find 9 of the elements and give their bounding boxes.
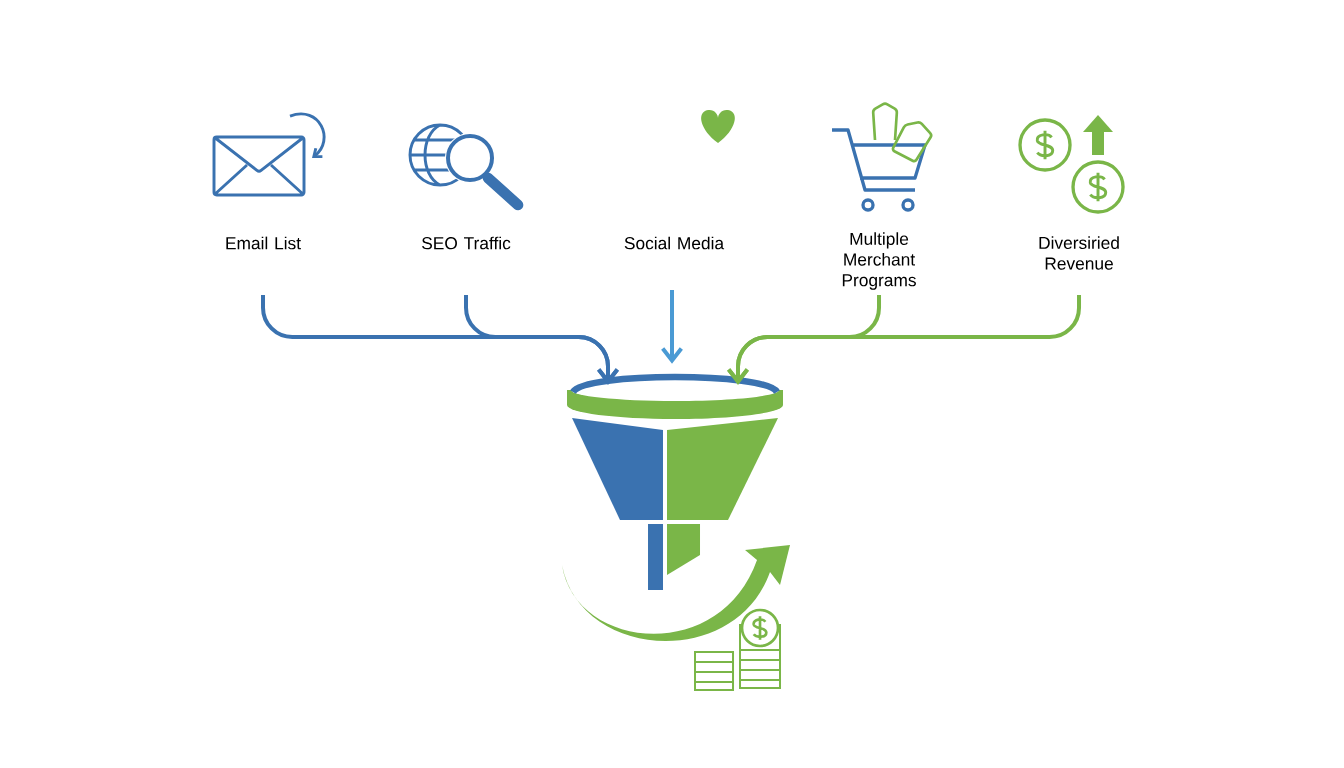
label-text: SEO Traffic bbox=[422, 236, 511, 250]
arrow bbox=[464, 295, 619, 385]
funnel-drawing bbox=[562, 373, 790, 691]
arrow bbox=[661, 290, 683, 364]
label-text: Multiple Merchant Programs bbox=[842, 232, 916, 290]
label-text: Social Media bbox=[624, 236, 725, 250]
arrow bbox=[727, 295, 1081, 385]
label-text: Email List bbox=[226, 236, 301, 250]
label-text: Diversiried Revenue bbox=[1039, 236, 1119, 270]
